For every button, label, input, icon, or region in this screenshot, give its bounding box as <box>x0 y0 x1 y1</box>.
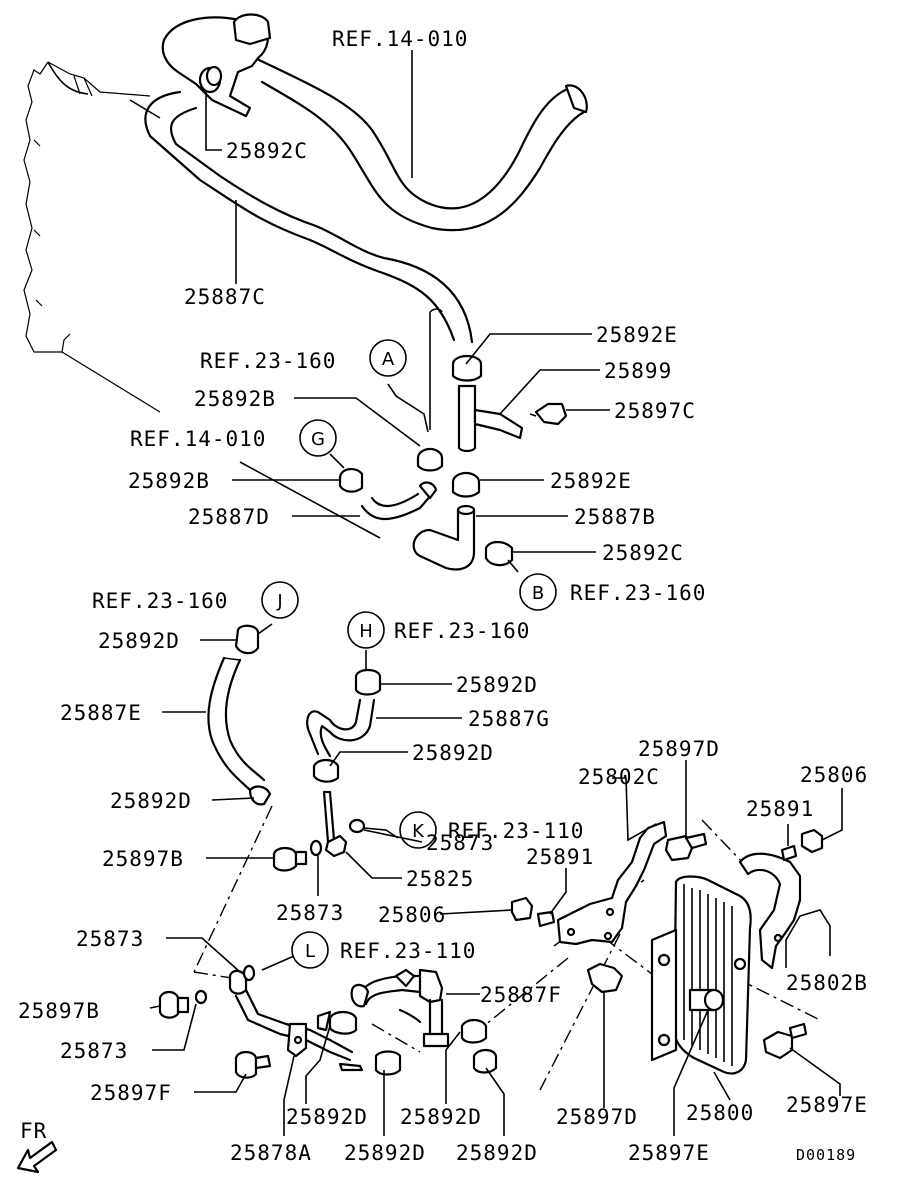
bracket-25802c <box>556 820 668 946</box>
marker-h <box>347 611 385 649</box>
marker-j-label: J <box>276 591 282 612</box>
part-label: 25892E <box>596 323 678 347</box>
part-label: 25802B <box>786 971 868 995</box>
part-label: 25892E <box>550 469 632 493</box>
part-label: 25806 <box>378 903 446 927</box>
part-label: 25887F <box>480 983 562 1007</box>
marker-k-label: K <box>412 821 425 842</box>
part-label: 25897C <box>614 399 696 423</box>
hose-25887e <box>207 624 272 806</box>
part-label: 25892D <box>110 789 192 813</box>
marker-a-label: A <box>382 349 395 370</box>
part-label: 25892D <box>98 629 180 653</box>
marker-h-label: H <box>359 621 373 642</box>
ref-label: REF.23-160 <box>200 349 336 373</box>
part-label: 25897B <box>18 999 100 1023</box>
radiator-outline <box>23 61 161 413</box>
part-label: 25899 <box>604 359 672 383</box>
part-label: 25873 <box>276 901 344 925</box>
bolts <box>510 828 824 1060</box>
part-label: 25892B <box>194 387 276 411</box>
part-label: 25800 <box>686 1101 754 1125</box>
part-label: 25887E <box>60 701 142 725</box>
marker-a <box>369 339 407 377</box>
ref-label: REF.23-160 <box>92 589 228 613</box>
part-label: 25892C <box>602 541 684 565</box>
hose-25887g <box>306 668 382 783</box>
bracket-25802b <box>738 852 802 970</box>
part-label: 25887C <box>184 285 266 309</box>
ref-label: REF.23-160 <box>570 581 706 605</box>
part-label: 25897D <box>556 1105 638 1129</box>
marker-g <box>299 419 337 457</box>
part-label: 25892D <box>456 673 538 697</box>
part-label: 25892D <box>400 1105 482 1129</box>
hose-25887d <box>239 461 438 539</box>
part-label: 25873 <box>76 927 144 951</box>
diagram-code: D00189 <box>796 1146 856 1164</box>
part-label: 25897D <box>638 737 720 761</box>
marker-b-label: B <box>532 583 544 604</box>
part-label: 25878A <box>230 1141 312 1165</box>
part-label: 25873 <box>426 831 494 855</box>
upper-hose-assembly <box>47 13 588 344</box>
part-label: 25887D <box>188 505 270 529</box>
part-label: 25892D <box>412 741 494 765</box>
part-label: 25897F <box>90 1081 172 1105</box>
part-label: 25897B <box>102 847 184 871</box>
part-label: 25892C <box>226 139 308 163</box>
ref-label: REF.14-010 <box>332 27 468 51</box>
ref-label: REF.14-010 <box>130 427 266 451</box>
part-label: 25891 <box>526 845 594 869</box>
marker-letters: A G B J H K L <box>276 349 544 962</box>
part-label: 25897E <box>786 1093 868 1117</box>
pipe-25878a <box>158 964 364 1079</box>
part-labels: 25892C 25887C 25892E 25899 25897C 25892B… <box>18 139 868 1165</box>
ref-label: REF.23-110 <box>340 939 476 963</box>
part-label: 25891 <box>746 797 814 821</box>
part-label: 25887B <box>574 505 656 529</box>
marker-g-label: G <box>311 429 325 450</box>
part-label: 25873 <box>60 1039 128 1063</box>
marker-l-label: L <box>305 941 315 962</box>
oil-cooler-25800 <box>650 875 752 1075</box>
ref-label: REF.23-110 <box>448 819 584 843</box>
part-label: 25887G <box>468 707 550 731</box>
part-label: 25802C <box>578 765 660 789</box>
hose-25887f <box>328 968 498 1076</box>
marker-l <box>291 931 329 969</box>
front-label: FR <box>20 1119 47 1143</box>
part-label: 25892B <box>128 469 210 493</box>
leader-lines <box>149 50 843 1136</box>
part-label: 25892D <box>286 1105 368 1129</box>
part-label: 25825 <box>406 867 474 891</box>
part-label: 25892D <box>344 1141 426 1165</box>
hose-25887b <box>412 308 514 571</box>
part-label: 25892D <box>456 1141 538 1165</box>
marker-k <box>399 811 437 849</box>
ref-label: REF.23-160 <box>394 619 530 643</box>
marker-b <box>519 573 557 611</box>
part-label: 25806 <box>800 763 868 787</box>
part-label: 25897E <box>628 1141 710 1165</box>
marker-circles <box>261 339 557 969</box>
ref-labels: REF.14-010 REF.23-160 REF.14-010 REF.23-… <box>92 27 706 963</box>
marker-j <box>261 581 299 619</box>
fitting-25825 <box>272 790 366 872</box>
front-arrow <box>16 1140 58 1174</box>
